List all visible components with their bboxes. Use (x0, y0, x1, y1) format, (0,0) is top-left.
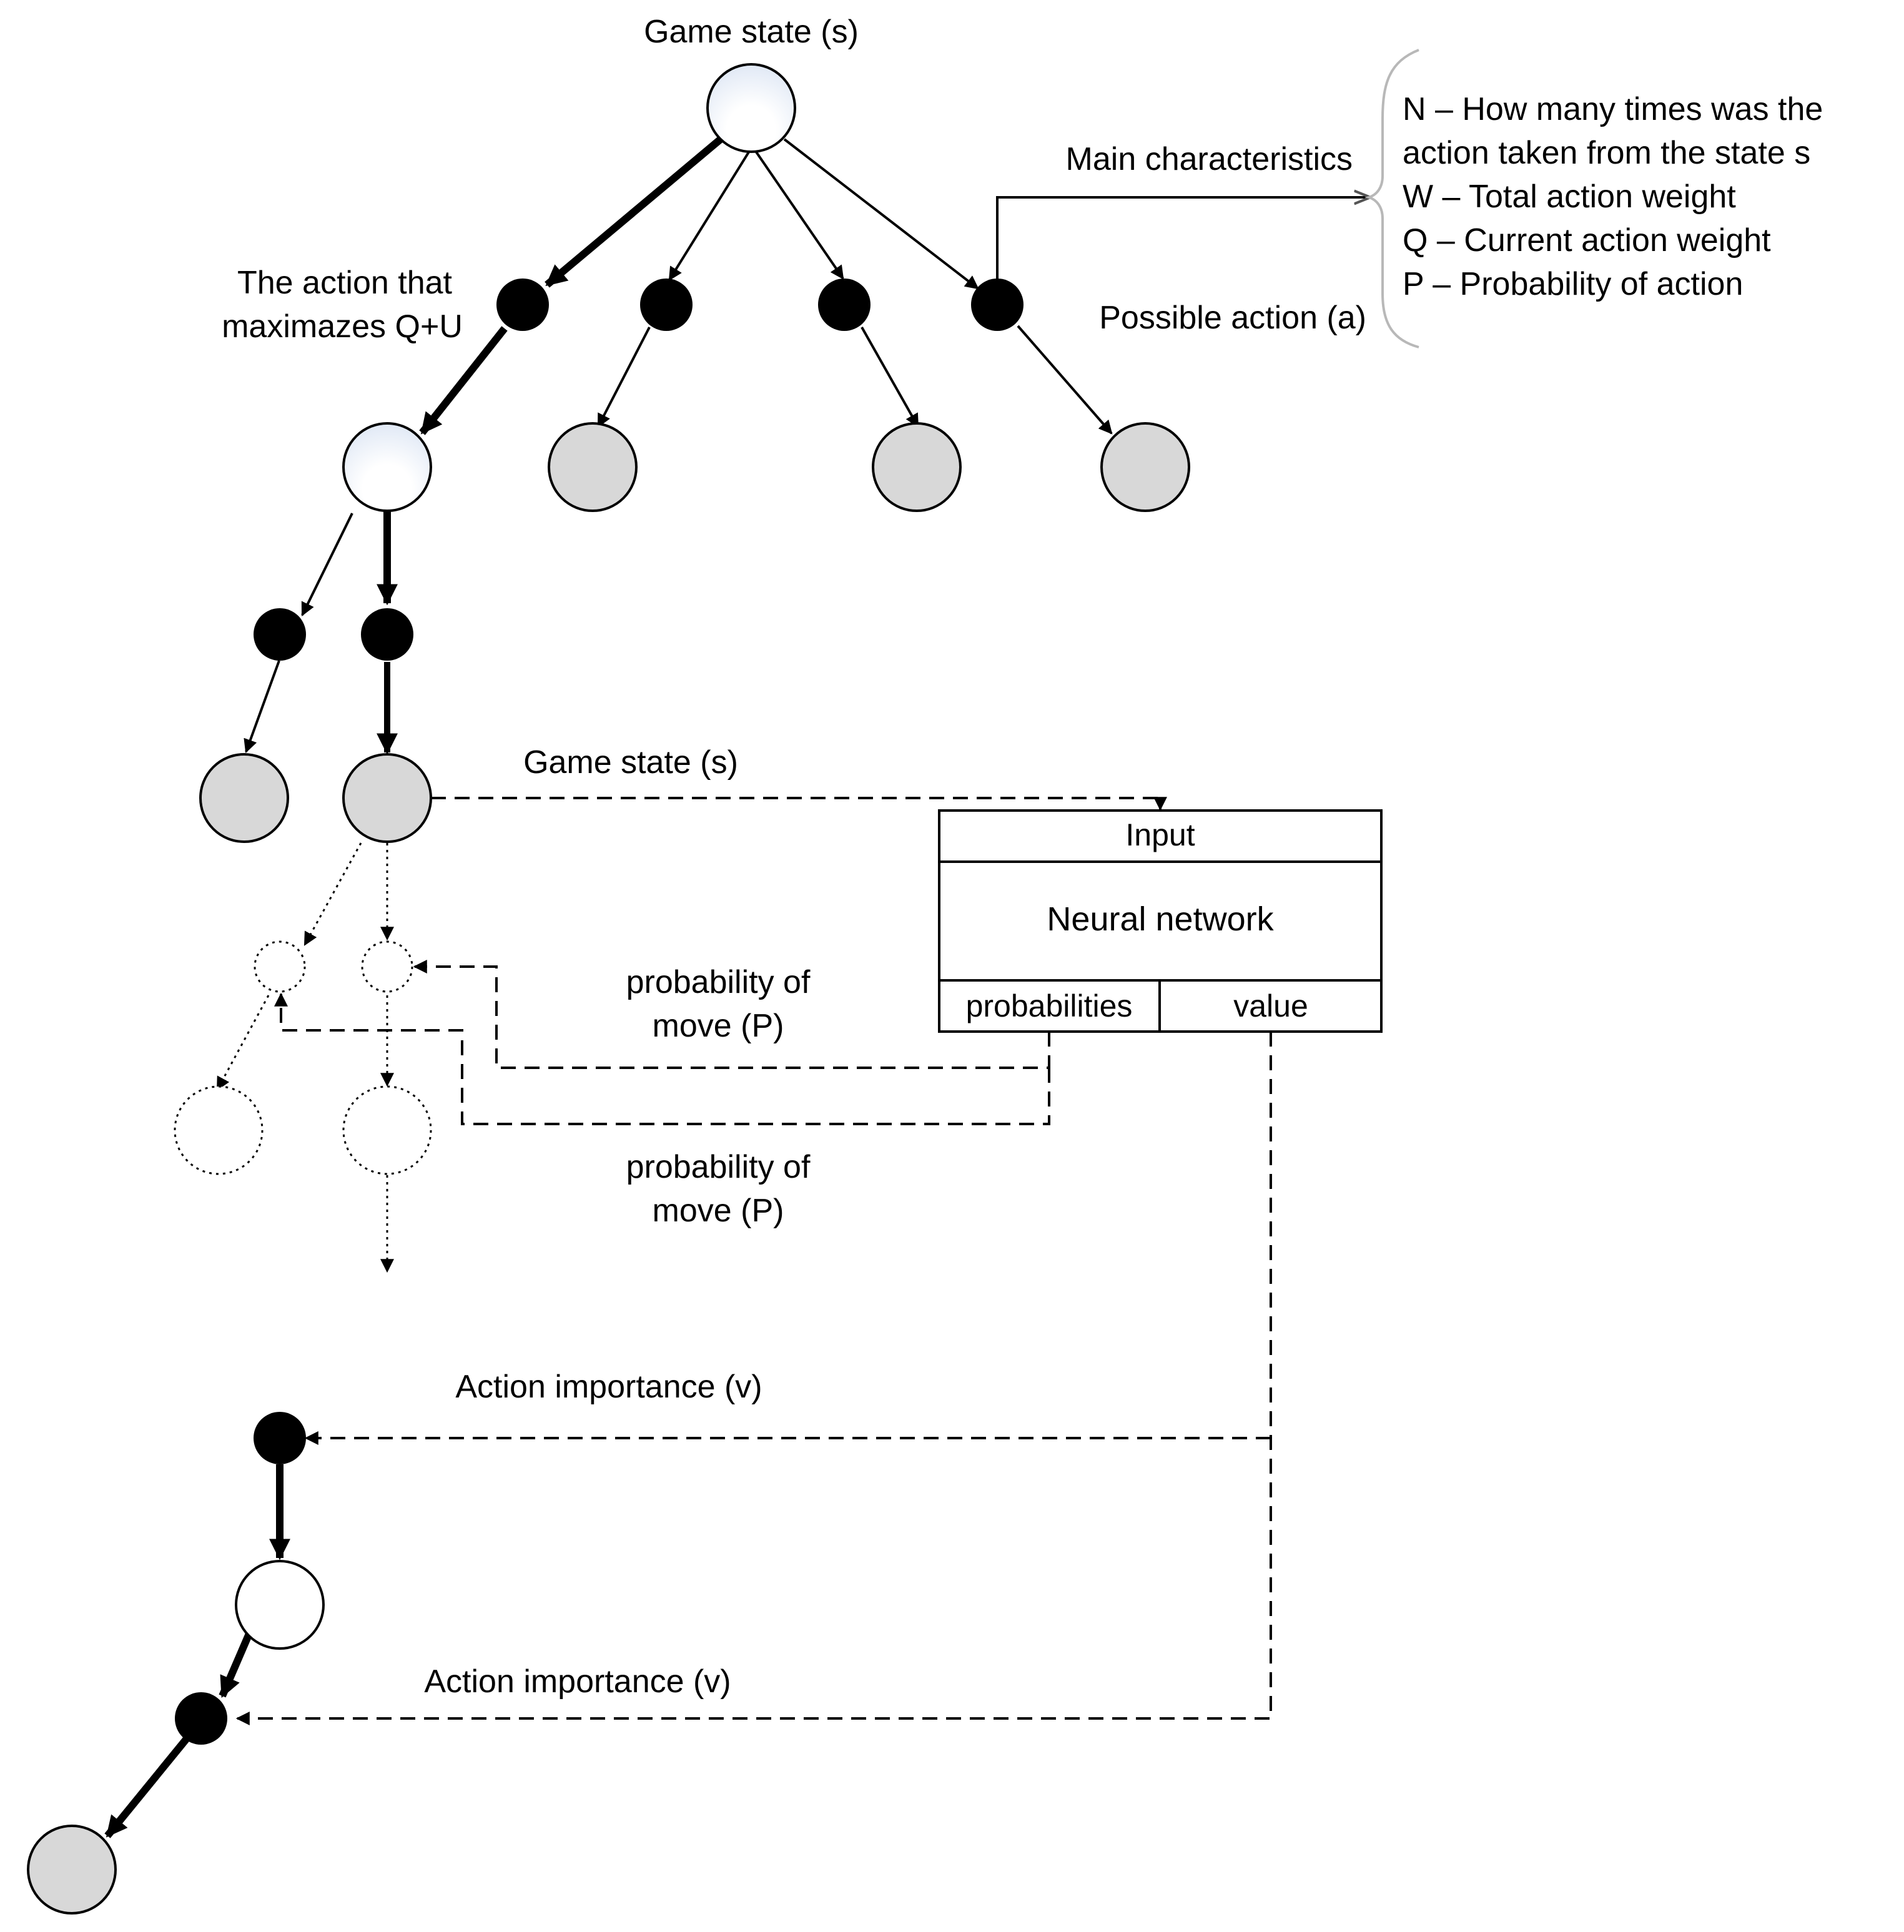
game-state-top-label: Game state (s) (644, 14, 859, 50)
probability-move-label-1-line1: probability of (626, 964, 811, 1000)
characteristic-line-n-cont: action taken from the state s (1403, 135, 1810, 171)
action-node-3 (818, 278, 871, 331)
dashed-state-to-network (431, 797, 1167, 811)
probability-move-label-1-line2: move (P) (653, 1008, 784, 1044)
edge-action-3-to-leaf (861, 327, 919, 428)
action-node-2 (640, 278, 693, 331)
selected-state-node (342, 422, 432, 512)
edge-root-to-action-3 (754, 150, 844, 280)
characteristic-line-w: W – Total action weight (1403, 179, 1736, 215)
backup-leaf-node (27, 1825, 117, 1915)
action-node-1 (496, 278, 549, 331)
characteristic-line-p: P – Probability of action (1403, 266, 1743, 302)
action-node-5 (254, 608, 306, 661)
leaf-state-node-2 (872, 422, 962, 512)
evaluated-state-node (342, 753, 432, 843)
leaf-state-node-1 (548, 422, 638, 512)
root-state-node (706, 63, 796, 153)
action-max-label-line2: maximazes Q+U (222, 308, 463, 345)
dotted-edge-1 (303, 842, 362, 946)
characteristic-line-n: N – How many times was the (1403, 91, 1823, 127)
edge-action-left-to-leaf (244, 660, 280, 754)
action-importance-label-1: Action importance (v) (455, 1369, 762, 1405)
backup-edge-2 (219, 1630, 254, 1698)
main-characteristics-label: Main characteristics (1066, 141, 1353, 177)
edge-action-4-to-leaf (1017, 325, 1113, 435)
dotted-state-node-2 (342, 1085, 432, 1175)
edge-root-to-action-1 (545, 136, 724, 288)
probability-move-label-2-line2: move (P) (653, 1193, 784, 1229)
characteristic-line-q: Q – Current action weight (1403, 222, 1771, 259)
edge-action-1-to-state (419, 326, 508, 435)
leaf-state-node-3 (1100, 422, 1190, 512)
action-max-label-line1: The action that (237, 265, 453, 301)
dashed-probabilities-path-1 (413, 960, 1050, 1069)
dotted-action-node-2 (361, 940, 413, 993)
action-node-6 (361, 608, 413, 661)
possible-action-label: Possible action (a) (1099, 300, 1366, 336)
edge-root-to-action-2 (668, 150, 751, 281)
neural-network-box: Input Neural network probabilities value (938, 809, 1383, 1033)
characteristics-brace (1364, 49, 1419, 348)
action-importance-label-2: Action importance (v) (424, 1663, 731, 1700)
dotted-edge-3 (216, 995, 270, 1091)
backup-edge-3 (104, 1735, 190, 1838)
edge-state2-to-action-left (301, 513, 353, 616)
network-input-label: Input (1125, 817, 1195, 852)
network-probabilities-label: probabilities (966, 988, 1133, 1023)
action-node-4 (971, 278, 1024, 331)
characteristics-connector (996, 197, 1369, 282)
backup-state-node (235, 1560, 325, 1650)
network-title: Neural network (1047, 900, 1274, 938)
dotted-action-node-1 (254, 940, 306, 993)
probability-move-label-2-line1: probability of (626, 1149, 811, 1185)
characteristics-list: N – How many times was the action taken … (1403, 91, 1823, 302)
backup-action-node-2 (175, 1692, 227, 1745)
dashed-probabilities-path-2 (274, 992, 1050, 1125)
leaf-state-node-4 (199, 753, 289, 843)
backup-action-node-1 (254, 1412, 306, 1464)
game-state-mid-label: Game state (s) (523, 744, 738, 781)
edge-action-2-to-leaf (597, 327, 651, 428)
network-value-label: value (1233, 988, 1308, 1023)
edge-root-to-action-4 (783, 138, 979, 290)
dotted-state-node-1 (174, 1085, 264, 1175)
